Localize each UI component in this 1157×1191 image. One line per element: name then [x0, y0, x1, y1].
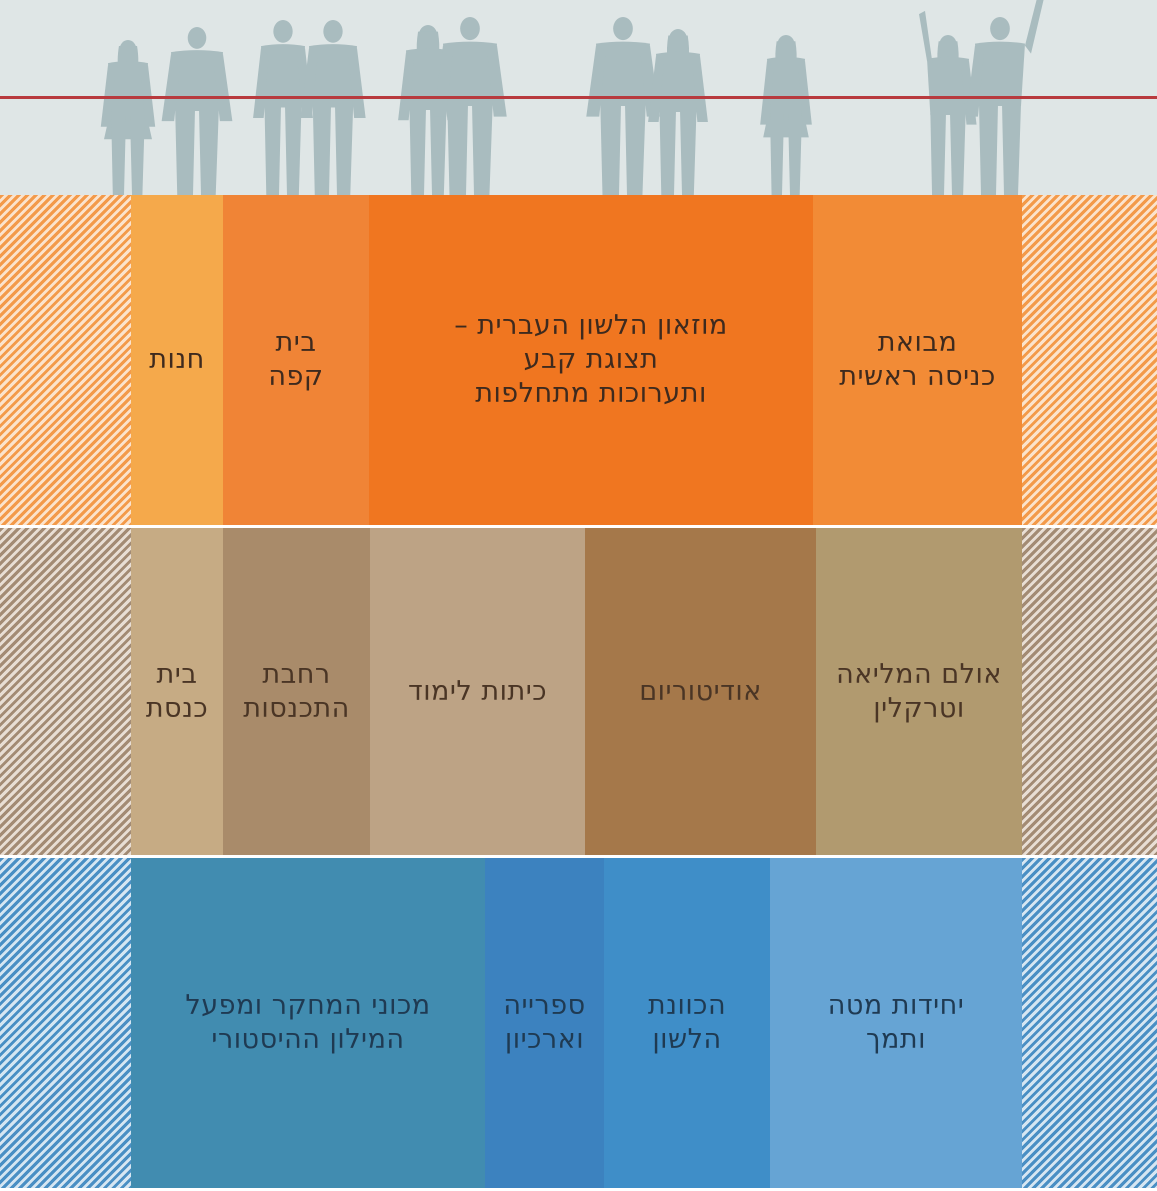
room-language-orientation: הכוונת הלשון [604, 858, 770, 1188]
room-label: הכוונת הלשון [647, 990, 727, 1055]
room-label: בית קפה [268, 327, 324, 392]
hatch-left [0, 528, 131, 855]
room-label: בית כנסת [145, 658, 209, 724]
room-label: אודיטוריום [639, 675, 762, 707]
person-silhouette [586, 17, 660, 195]
room-label: מכוני המחקר ומפעל המילון ההיסטורי [185, 990, 431, 1055]
hatch-right [1022, 195, 1157, 525]
room-synagogue: בית כנסת [131, 528, 223, 855]
room-staff-units: יחידות מטה ותמך [770, 858, 1022, 1188]
people-silhouettes-strip [0, 0, 1157, 195]
person-silhouette [100, 40, 156, 195]
room-label: חנות [149, 344, 205, 375]
room-label: כיתות לימוד [407, 675, 548, 707]
room-classrooms: כיתות לימוד [370, 528, 585, 855]
room-label: מבואת כניסה ראשית [839, 327, 996, 392]
room-label: רחבת התכנסות [243, 658, 350, 724]
person-silhouette [760, 35, 812, 195]
floor-middle: אולם המליאה וטרקלין אודיטוריום כיתות לימ… [0, 528, 1157, 855]
room-plenary-hall: אולם המליאה וטרקלין [816, 528, 1022, 855]
room-assembly-square: רחבת התכנסות [223, 528, 370, 855]
room-shop: חנות [131, 195, 223, 525]
room-library-archive: ספרייה וארכיון [485, 858, 604, 1188]
floor-ground: מבואת כניסה ראשית מוזאון הלשון העברית – … [0, 195, 1157, 525]
room-label: אולם המליאה וטרקלין [836, 658, 1002, 724]
room-main-entrance: מבואת כניסה ראשית [813, 195, 1022, 525]
room-museum: מוזאון הלשון העברית – תצוגת קבע ותערוכות… [369, 195, 813, 525]
room-research-institutes: מכוני המחקר ומפעל המילון ההיסטורי [131, 858, 485, 1188]
room-auditorium: אודיטוריום [585, 528, 816, 855]
hatch-left [0, 195, 131, 525]
room-label: יחידות מטה ותמך [827, 990, 965, 1055]
hatch-left [0, 858, 131, 1188]
person-silhouette [966, 0, 1044, 195]
room-label: מוזאון הלשון העברית – תצוגת קבע ותערוכות… [454, 310, 728, 409]
floor-lower: יחידות מטה ותמך הכוונת הלשון ספרייה וארכ… [0, 858, 1157, 1188]
person-silhouette [433, 17, 507, 195]
person-silhouette [648, 29, 708, 195]
people-silhouettes-icon [0, 0, 1157, 195]
person-silhouette [161, 26, 233, 195]
hatch-right [1022, 858, 1157, 1188]
hatch-right [1022, 528, 1157, 855]
room-label: ספרייה וארכיון [503, 990, 586, 1055]
reference-line [0, 96, 1157, 99]
room-cafe: בית קפה [223, 195, 369, 525]
person-silhouette [300, 20, 366, 195]
